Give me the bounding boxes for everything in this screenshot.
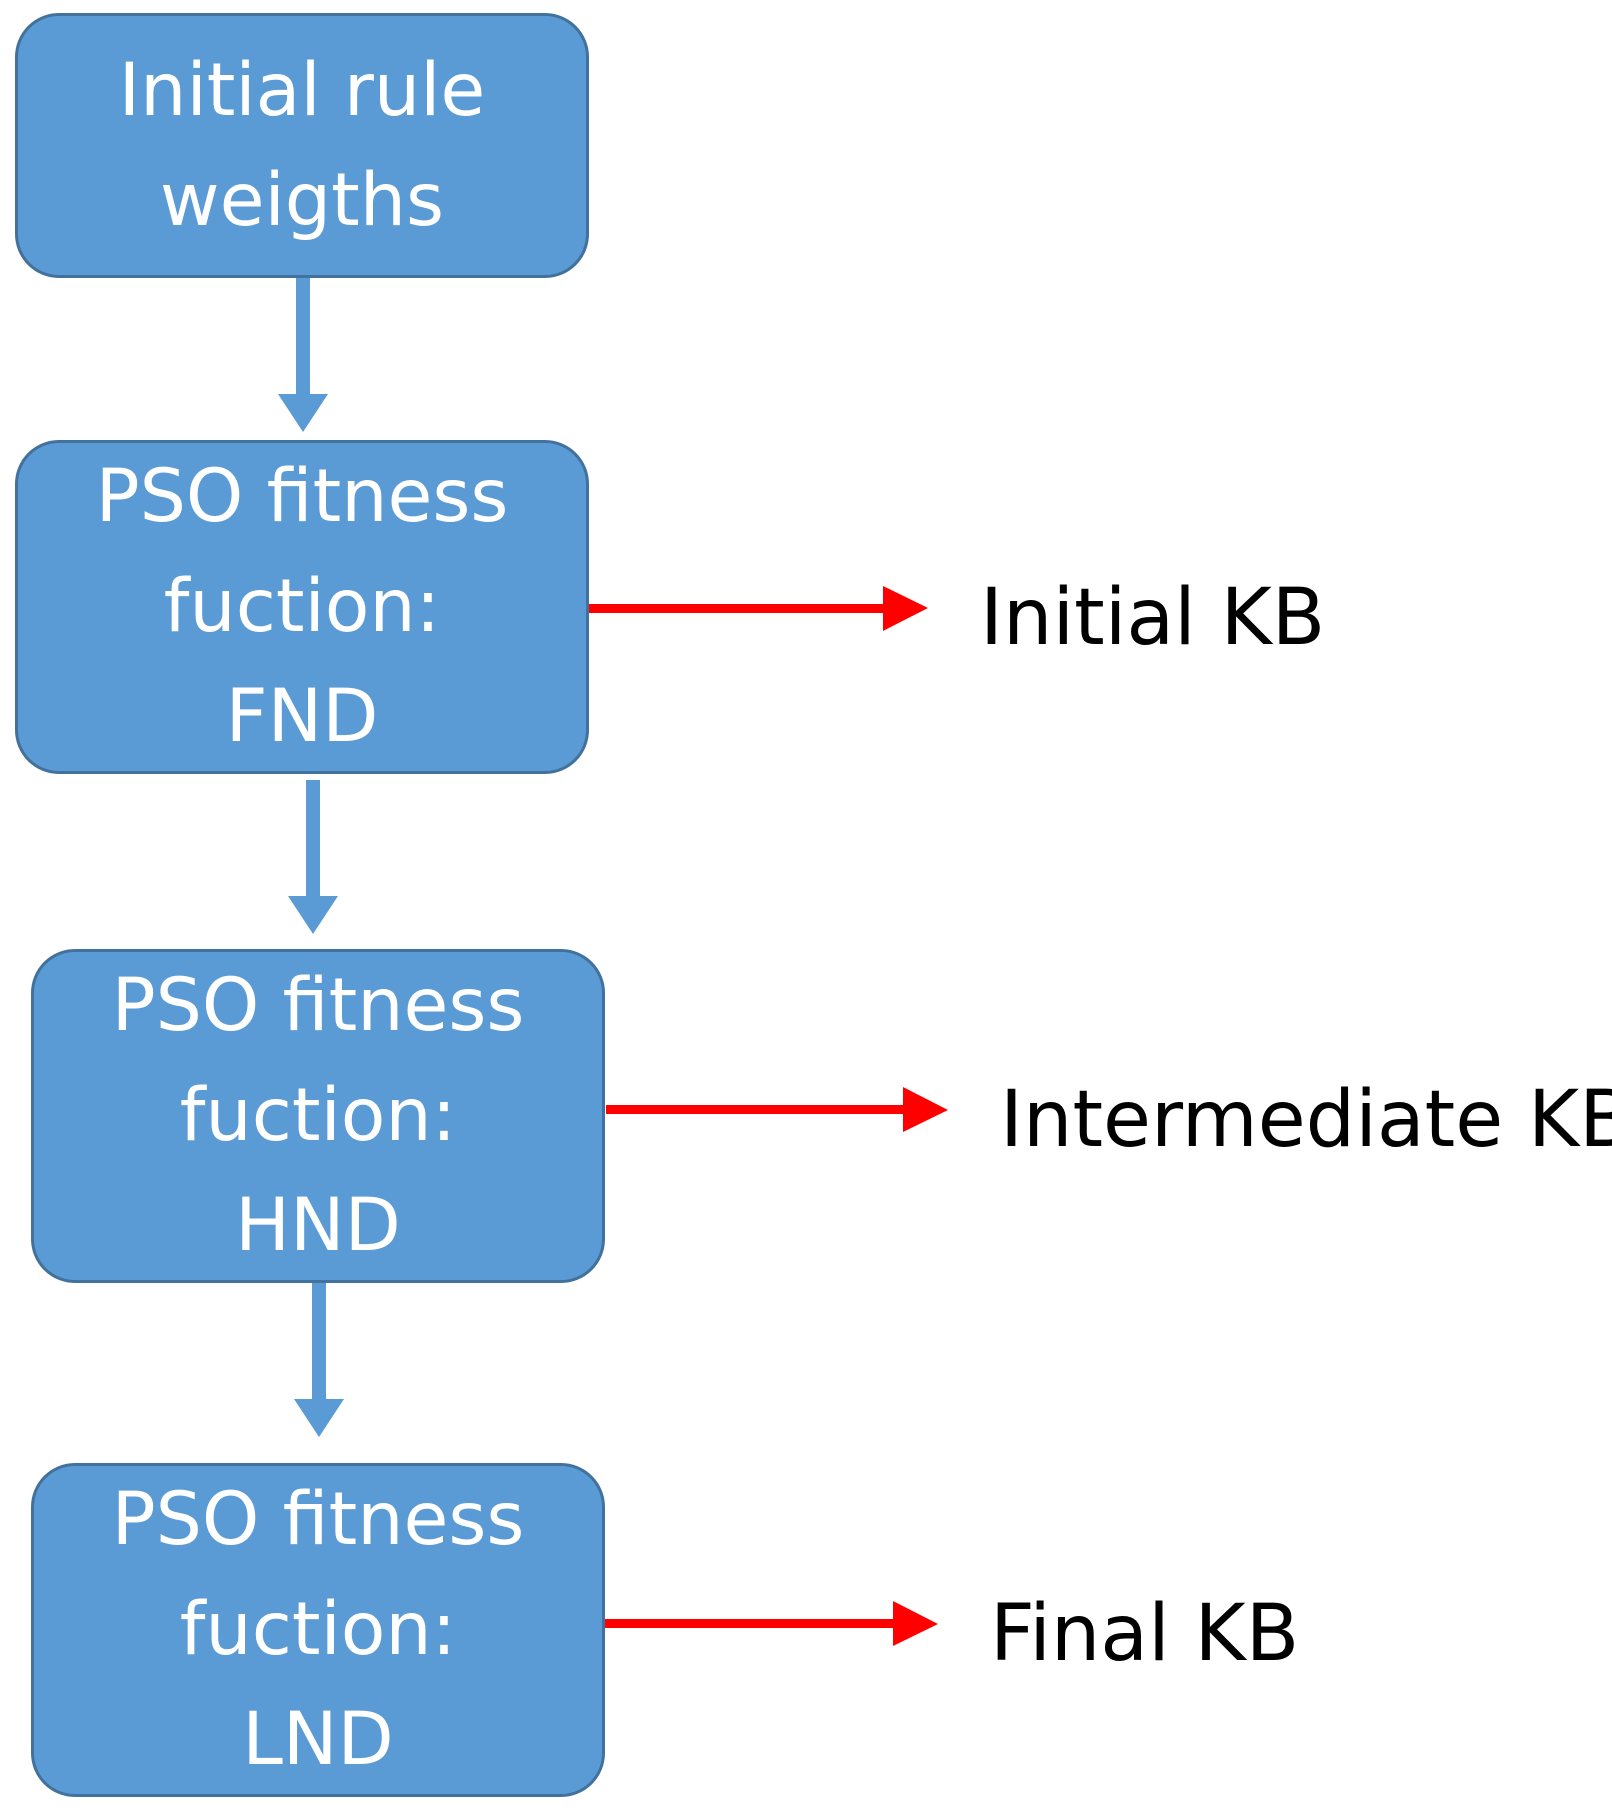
node-line: fuction: <box>179 1587 457 1672</box>
node-line: fuction: <box>163 564 441 649</box>
flow-arrow-start-to-fnd <box>278 278 328 432</box>
output-arrow-intermediate-kb <box>606 1087 948 1132</box>
node-line: FND <box>225 674 379 759</box>
node-line: LND <box>242 1697 394 1782</box>
node-line: weigths <box>159 157 445 243</box>
node-line: HND <box>235 1183 401 1268</box>
output-arrow-final-kb <box>596 1601 938 1646</box>
node-line: fuction: <box>179 1073 457 1158</box>
node-line: Initial rule <box>118 47 486 133</box>
node-pso-lnd: PSO fitness fuction: LND <box>31 1463 605 1797</box>
output-label-initial-kb: Initial KB <box>980 573 1326 663</box>
output-label-intermediate-kb: Intermediate KB <box>1000 1075 1612 1165</box>
node-line: PSO fitness <box>111 963 525 1048</box>
output-arrow-initial-kb <box>588 586 928 631</box>
flow-arrow-hnd-to-lnd <box>294 1283 344 1437</box>
node-line: PSO fitness <box>111 1477 525 1562</box>
flow-arrow-fnd-to-hnd <box>288 780 338 934</box>
node-line: PSO fitness <box>95 454 509 539</box>
node-pso-hnd: PSO fitness fuction: HND <box>31 949 605 1283</box>
node-pso-fnd: PSO fitness fuction: FND <box>15 440 589 774</box>
node-initial-rule-weights: Initial rule weigths <box>15 13 589 278</box>
output-label-final-kb: Final KB <box>990 1589 1300 1679</box>
